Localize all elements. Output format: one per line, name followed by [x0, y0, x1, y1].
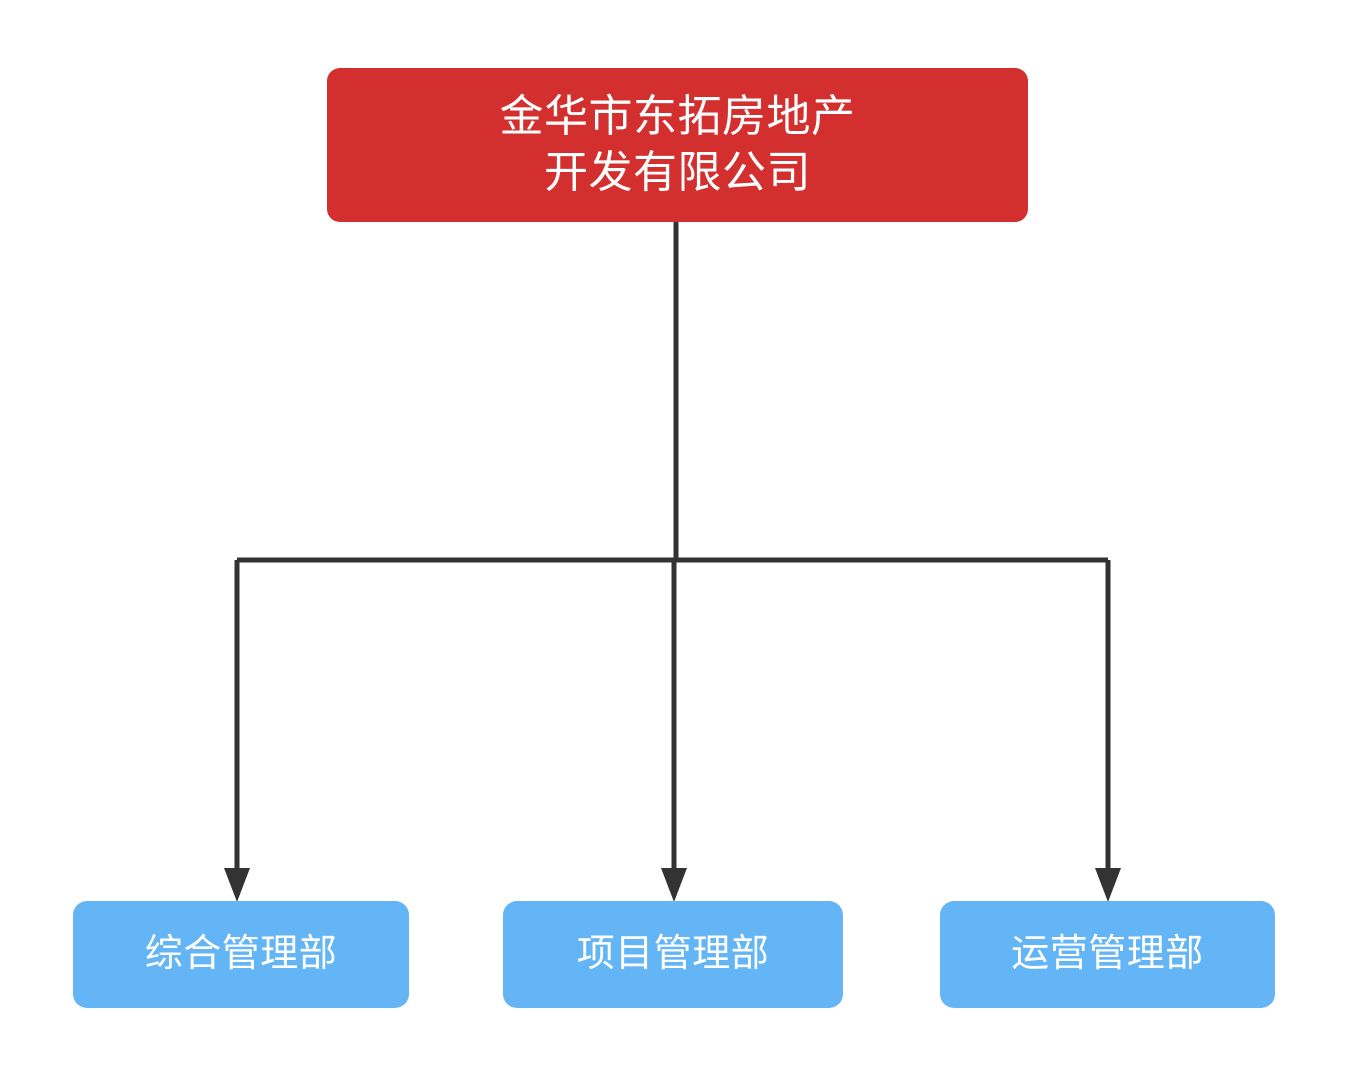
arrowhead-2: [661, 868, 687, 902]
org-node-dept-project-management[interactable]: 项目管理部: [503, 901, 843, 1008]
org-node-dept-operations-management[interactable]: 运营管理部: [940, 901, 1275, 1008]
arrowhead-1: [224, 868, 250, 902]
org-node-dept-general-management[interactable]: 综合管理部: [73, 901, 409, 1008]
arrowhead-3: [1095, 868, 1121, 902]
org-node-company[interactable]: 金华市东拓房地产 开发有限公司: [327, 68, 1028, 222]
